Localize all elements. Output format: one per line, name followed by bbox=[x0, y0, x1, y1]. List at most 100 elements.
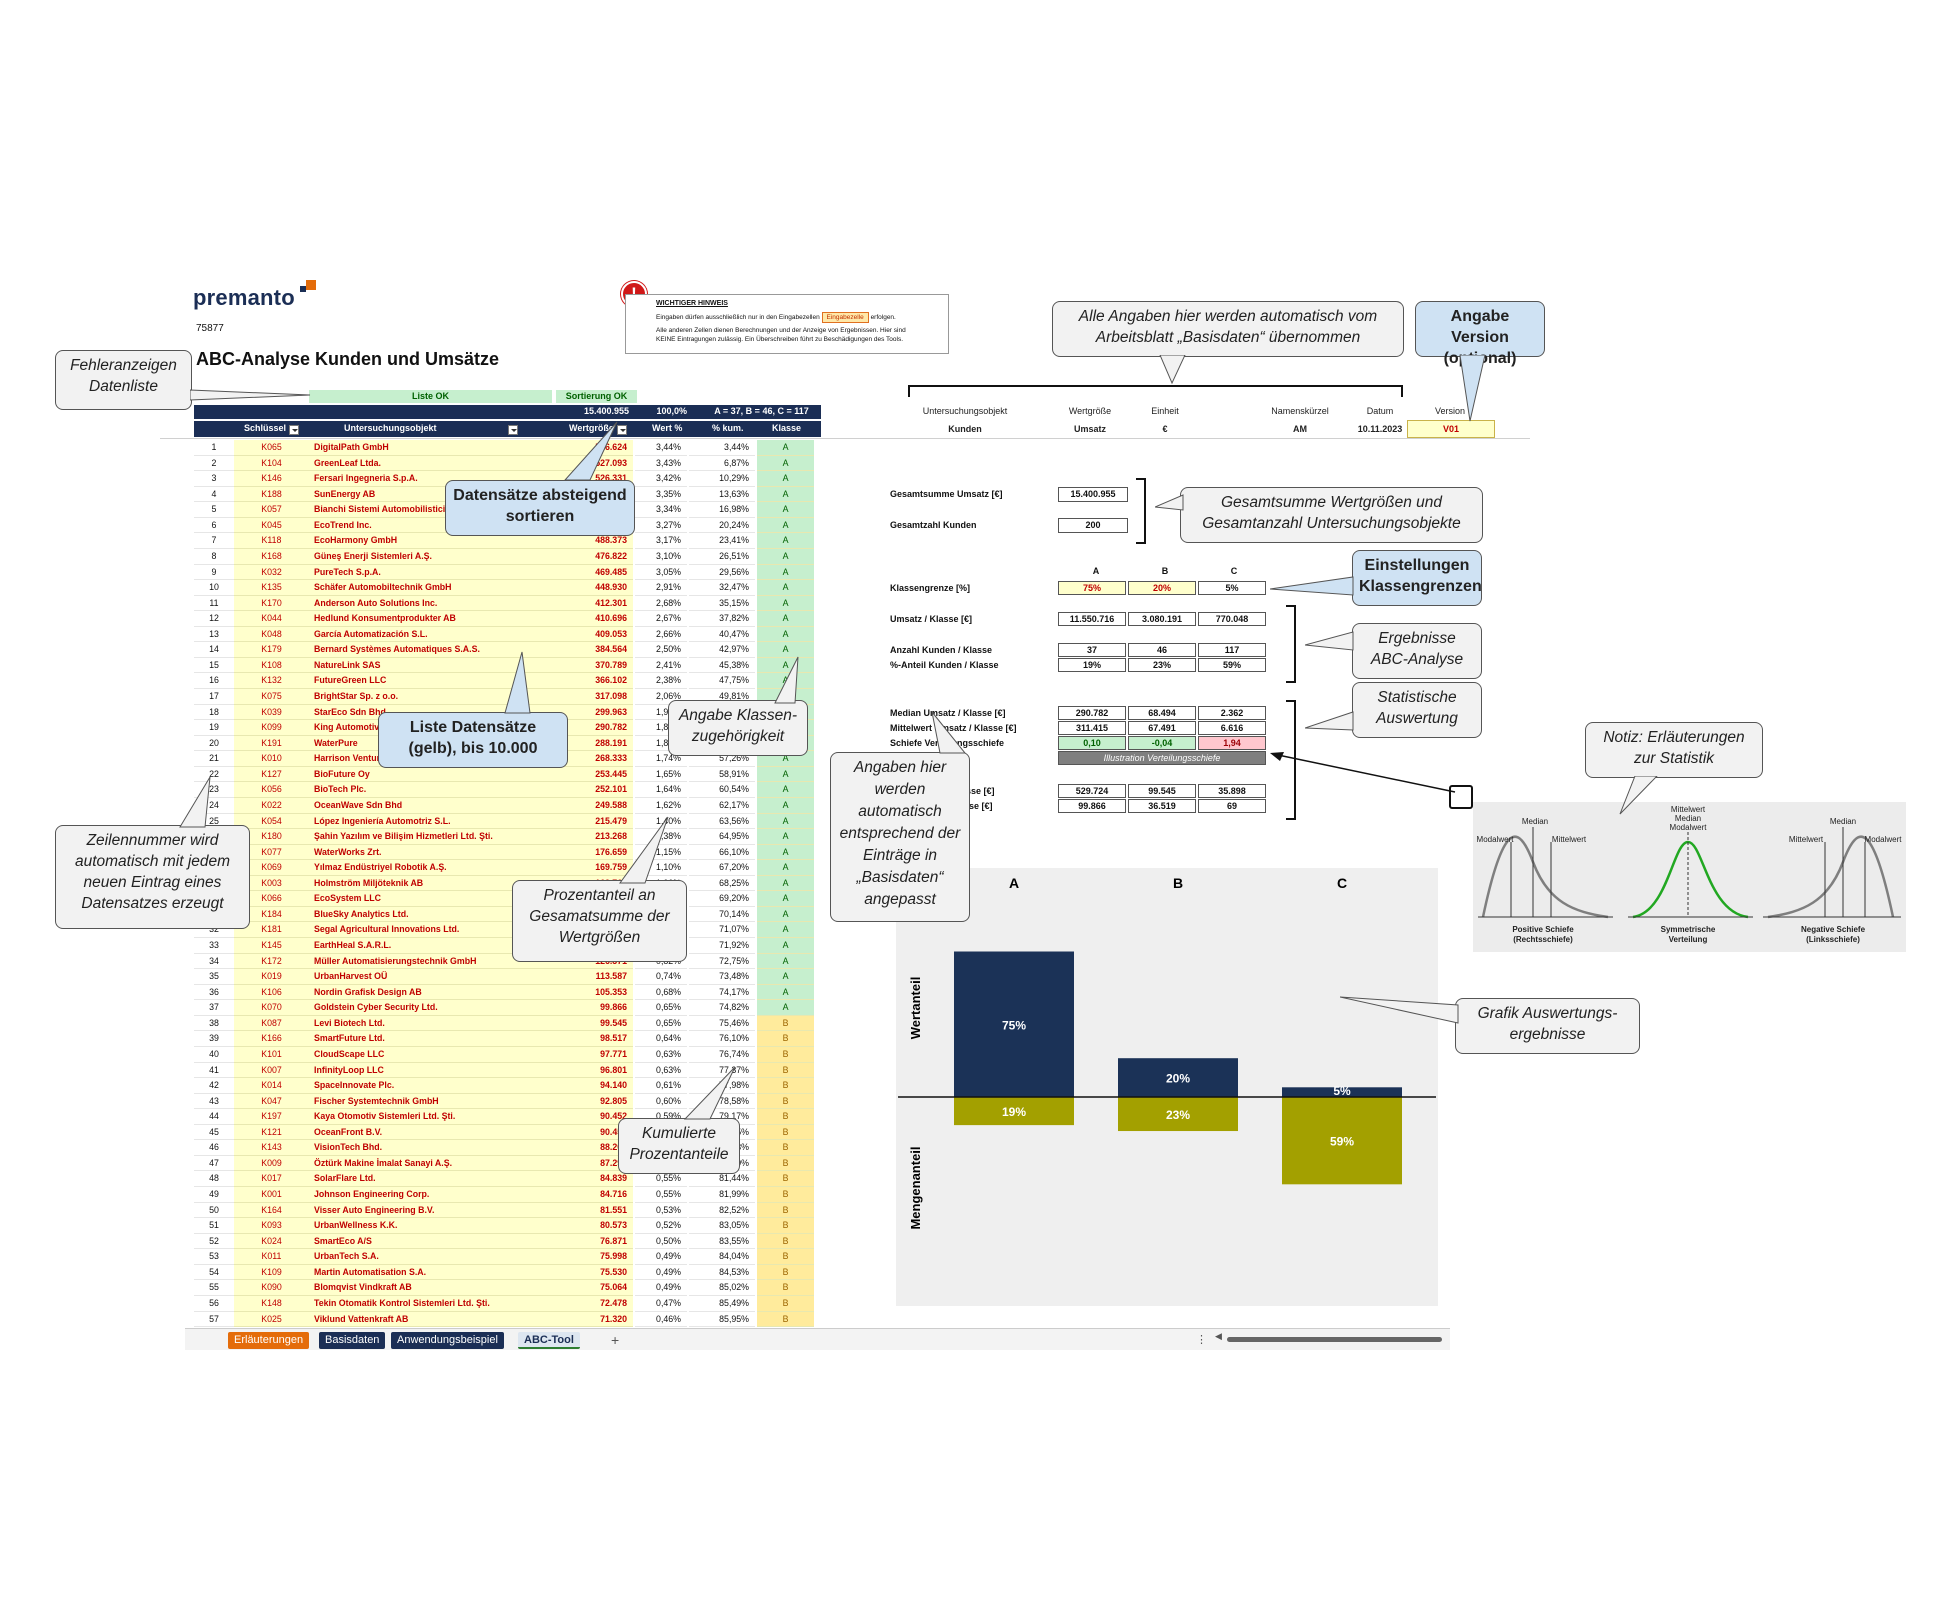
key-cell[interactable]: K032 bbox=[234, 564, 309, 581]
name-cell[interactable]: Visser Auto Engineering B.V. bbox=[309, 1202, 537, 1219]
key-cell[interactable]: K057 bbox=[234, 502, 309, 518]
name-cell[interactable]: Levi Biotech Ltd. bbox=[309, 1015, 537, 1032]
key-cell[interactable]: K191 bbox=[234, 735, 309, 752]
name-cell[interactable]: Viklund Vattenkraft AB bbox=[309, 1311, 537, 1328]
key-cell[interactable]: K065 bbox=[234, 440, 309, 456]
name-cell[interactable]: OceanWave Sdn Bhd bbox=[309, 797, 537, 814]
key-cell[interactable]: K045 bbox=[234, 517, 309, 534]
name-cell[interactable]: DigitalPath GmbH bbox=[309, 440, 537, 456]
value-cell[interactable]: 84.839 bbox=[537, 1171, 633, 1187]
key-cell[interactable]: K025 bbox=[234, 1311, 309, 1328]
value-cell[interactable]: 476.822 bbox=[537, 548, 633, 565]
key-cell[interactable]: K024 bbox=[234, 1233, 309, 1250]
value-cell[interactable]: 76.871 bbox=[537, 1233, 633, 1250]
name-cell[interactable]: Yılmaz Endüstriyel Robotik A.Ş. bbox=[309, 860, 537, 876]
value-cell[interactable]: 526.624 bbox=[537, 440, 633, 456]
key-cell[interactable]: K093 bbox=[234, 1218, 309, 1234]
value-cell[interactable]: 366.102 bbox=[537, 673, 633, 689]
name-cell[interactable]: EarthHeal S.A.R.L. bbox=[309, 938, 537, 954]
name-cell[interactable]: SpaceInnovate Plc. bbox=[309, 1078, 537, 1094]
value-cell[interactable]: 448.930 bbox=[537, 580, 633, 596]
key-cell[interactable]: K188 bbox=[234, 486, 309, 503]
key-cell[interactable]: K099 bbox=[234, 720, 309, 736]
name-cell[interactable]: NatureLink SAS bbox=[309, 657, 537, 674]
key-cell[interactable]: K069 bbox=[234, 860, 309, 876]
key-cell[interactable]: K039 bbox=[234, 704, 309, 721]
name-cell[interactable]: Holmström Miljöteknik AB bbox=[309, 875, 537, 892]
value-cell[interactable]: 252.101 bbox=[537, 782, 633, 798]
key-cell[interactable]: K075 bbox=[234, 689, 309, 705]
key-cell[interactable]: K132 bbox=[234, 673, 309, 689]
key-cell[interactable]: K181 bbox=[234, 922, 309, 938]
value-cell[interactable]: 96.801 bbox=[537, 1062, 633, 1079]
name-cell[interactable]: Goldstein Cyber Security Ltd. bbox=[309, 1000, 537, 1016]
name-cell[interactable]: Fischer Systemtechnik GmbH bbox=[309, 1093, 537, 1110]
key-cell[interactable]: K148 bbox=[234, 1295, 309, 1312]
key-cell[interactable]: K145 bbox=[234, 938, 309, 954]
key-cell[interactable]: K135 bbox=[234, 580, 309, 596]
name-cell[interactable]: SmartEco A/S bbox=[309, 1233, 537, 1250]
key-cell[interactable]: K184 bbox=[234, 906, 309, 923]
more-options-icon[interactable]: ⋮ bbox=[1196, 1334, 1207, 1346]
key-cell[interactable]: K007 bbox=[234, 1062, 309, 1079]
value-cell[interactable]: 94.140 bbox=[537, 1078, 633, 1094]
key-cell[interactable]: K180 bbox=[234, 829, 309, 845]
value-cell[interactable]: 384.564 bbox=[537, 642, 633, 658]
value-cell[interactable]: 90.450 bbox=[537, 1124, 633, 1141]
note-icon[interactable] bbox=[1449, 785, 1473, 809]
key-cell[interactable]: K197 bbox=[234, 1109, 309, 1125]
key-cell[interactable]: K118 bbox=[234, 533, 309, 549]
name-cell[interactable]: PureTech S.p.A. bbox=[309, 564, 537, 581]
value-cell[interactable]: 90.452 bbox=[537, 1109, 633, 1125]
value-cell[interactable]: 97.771 bbox=[537, 1046, 633, 1063]
key-cell[interactable]: K066 bbox=[234, 891, 309, 907]
value-cell[interactable]: 317.098 bbox=[537, 689, 633, 705]
col-name[interactable]: Untersuchungsobjekt bbox=[344, 423, 518, 435]
value-cell[interactable]: 213.268 bbox=[537, 829, 633, 845]
key-cell[interactable]: K077 bbox=[234, 844, 309, 861]
key-cell[interactable]: K179 bbox=[234, 642, 309, 658]
name-cell[interactable]: Martin Automatisation S.A. bbox=[309, 1264, 537, 1281]
value-cell[interactable]: 469.485 bbox=[537, 564, 633, 581]
key-cell[interactable]: K101 bbox=[234, 1046, 309, 1063]
key-cell[interactable]: K109 bbox=[234, 1264, 309, 1281]
key-cell[interactable]: K108 bbox=[234, 657, 309, 674]
tab-basisdaten[interactable]: Basisdaten bbox=[319, 1332, 386, 1349]
value-cell[interactable]: 253.445 bbox=[537, 766, 633, 783]
key-cell[interactable]: K009 bbox=[234, 1155, 309, 1172]
name-cell[interactable]: UrbanTech S.A. bbox=[309, 1249, 537, 1265]
key-cell[interactable]: K022 bbox=[234, 797, 309, 814]
key-cell[interactable]: K044 bbox=[234, 611, 309, 627]
name-cell[interactable]: OceanFront B.V. bbox=[309, 1124, 537, 1141]
value-cell[interactable]: 75.064 bbox=[537, 1280, 633, 1296]
sort-dropdown-icon[interactable] bbox=[616, 425, 627, 435]
key-cell[interactable]: K104 bbox=[234, 455, 309, 472]
version-input[interactable]: V01 bbox=[1407, 420, 1495, 438]
key-cell[interactable]: K146 bbox=[234, 471, 309, 487]
value-cell[interactable]: 370.789 bbox=[537, 657, 633, 674]
col-key[interactable]: Schlüssel bbox=[244, 423, 300, 435]
name-cell[interactable]: UrbanWellness K.K. bbox=[309, 1218, 537, 1234]
value-cell[interactable]: 81.551 bbox=[537, 1202, 633, 1219]
value-cell[interactable]: 98.517 bbox=[537, 1031, 633, 1047]
value-cell[interactable]: 169.759 bbox=[537, 860, 633, 876]
key-cell[interactable]: K172 bbox=[234, 953, 309, 970]
name-cell[interactable]: UrbanHarvest OÜ bbox=[309, 969, 537, 985]
value-cell[interactable]: 410.696 bbox=[537, 611, 633, 627]
tab-erlaeuterungen[interactable]: Erläuterungen bbox=[228, 1332, 310, 1349]
name-cell[interactable]: EcoHarmony GmbH bbox=[309, 533, 537, 549]
value-cell[interactable]: 176.659 bbox=[537, 844, 633, 861]
key-cell[interactable]: K003 bbox=[234, 875, 309, 892]
key-cell[interactable]: K014 bbox=[234, 1078, 309, 1094]
name-cell[interactable]: BrightStar Sp. z o.o. bbox=[309, 689, 537, 705]
name-cell[interactable]: Öztürk Makine İmalat Sanayi A.Ş. bbox=[309, 1155, 537, 1172]
value-cell[interactable]: 249.588 bbox=[537, 797, 633, 814]
key-cell[interactable]: K087 bbox=[234, 1015, 309, 1032]
name-cell[interactable]: Bernard Systèmes Automatiques S.A.S. bbox=[309, 642, 537, 658]
filter-dropdown-icon[interactable] bbox=[289, 425, 300, 435]
value-cell[interactable]: 80.573 bbox=[537, 1218, 633, 1234]
key-cell[interactable]: K090 bbox=[234, 1280, 309, 1296]
name-cell[interactable]: Hedlund Konsumentprodukter AB bbox=[309, 611, 537, 627]
value-cell[interactable]: 75.530 bbox=[537, 1264, 633, 1281]
add-sheet-icon[interactable]: + bbox=[611, 1332, 620, 1348]
